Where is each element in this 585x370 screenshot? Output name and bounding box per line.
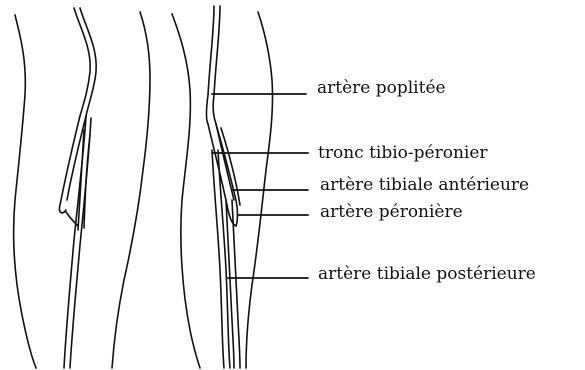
left-artery-trunk-inner <box>80 8 96 116</box>
left-leg-outer-contour <box>14 15 36 368</box>
label-artere-tibiale-anterieure: artère tibiale antérieure <box>320 177 529 194</box>
left-leg-inner-contour <box>112 12 150 368</box>
label-artere-peroniere: artère péronière <box>320 204 463 221</box>
label-tronc-tibio-peronier: tronc tibio-péronier <box>318 145 488 162</box>
right-leg-left-contour <box>172 14 200 368</box>
label-artere-poplitee: artère poplitée <box>317 80 446 97</box>
label-artere-tibiale-posterieure: artère tibiale postérieure <box>318 266 536 283</box>
left-artery-trunk-outer <box>74 8 90 116</box>
right-popliteal-inner <box>213 6 220 124</box>
left-anterior-tibial-outer <box>59 116 80 213</box>
left-peroneal-inner <box>84 135 90 228</box>
